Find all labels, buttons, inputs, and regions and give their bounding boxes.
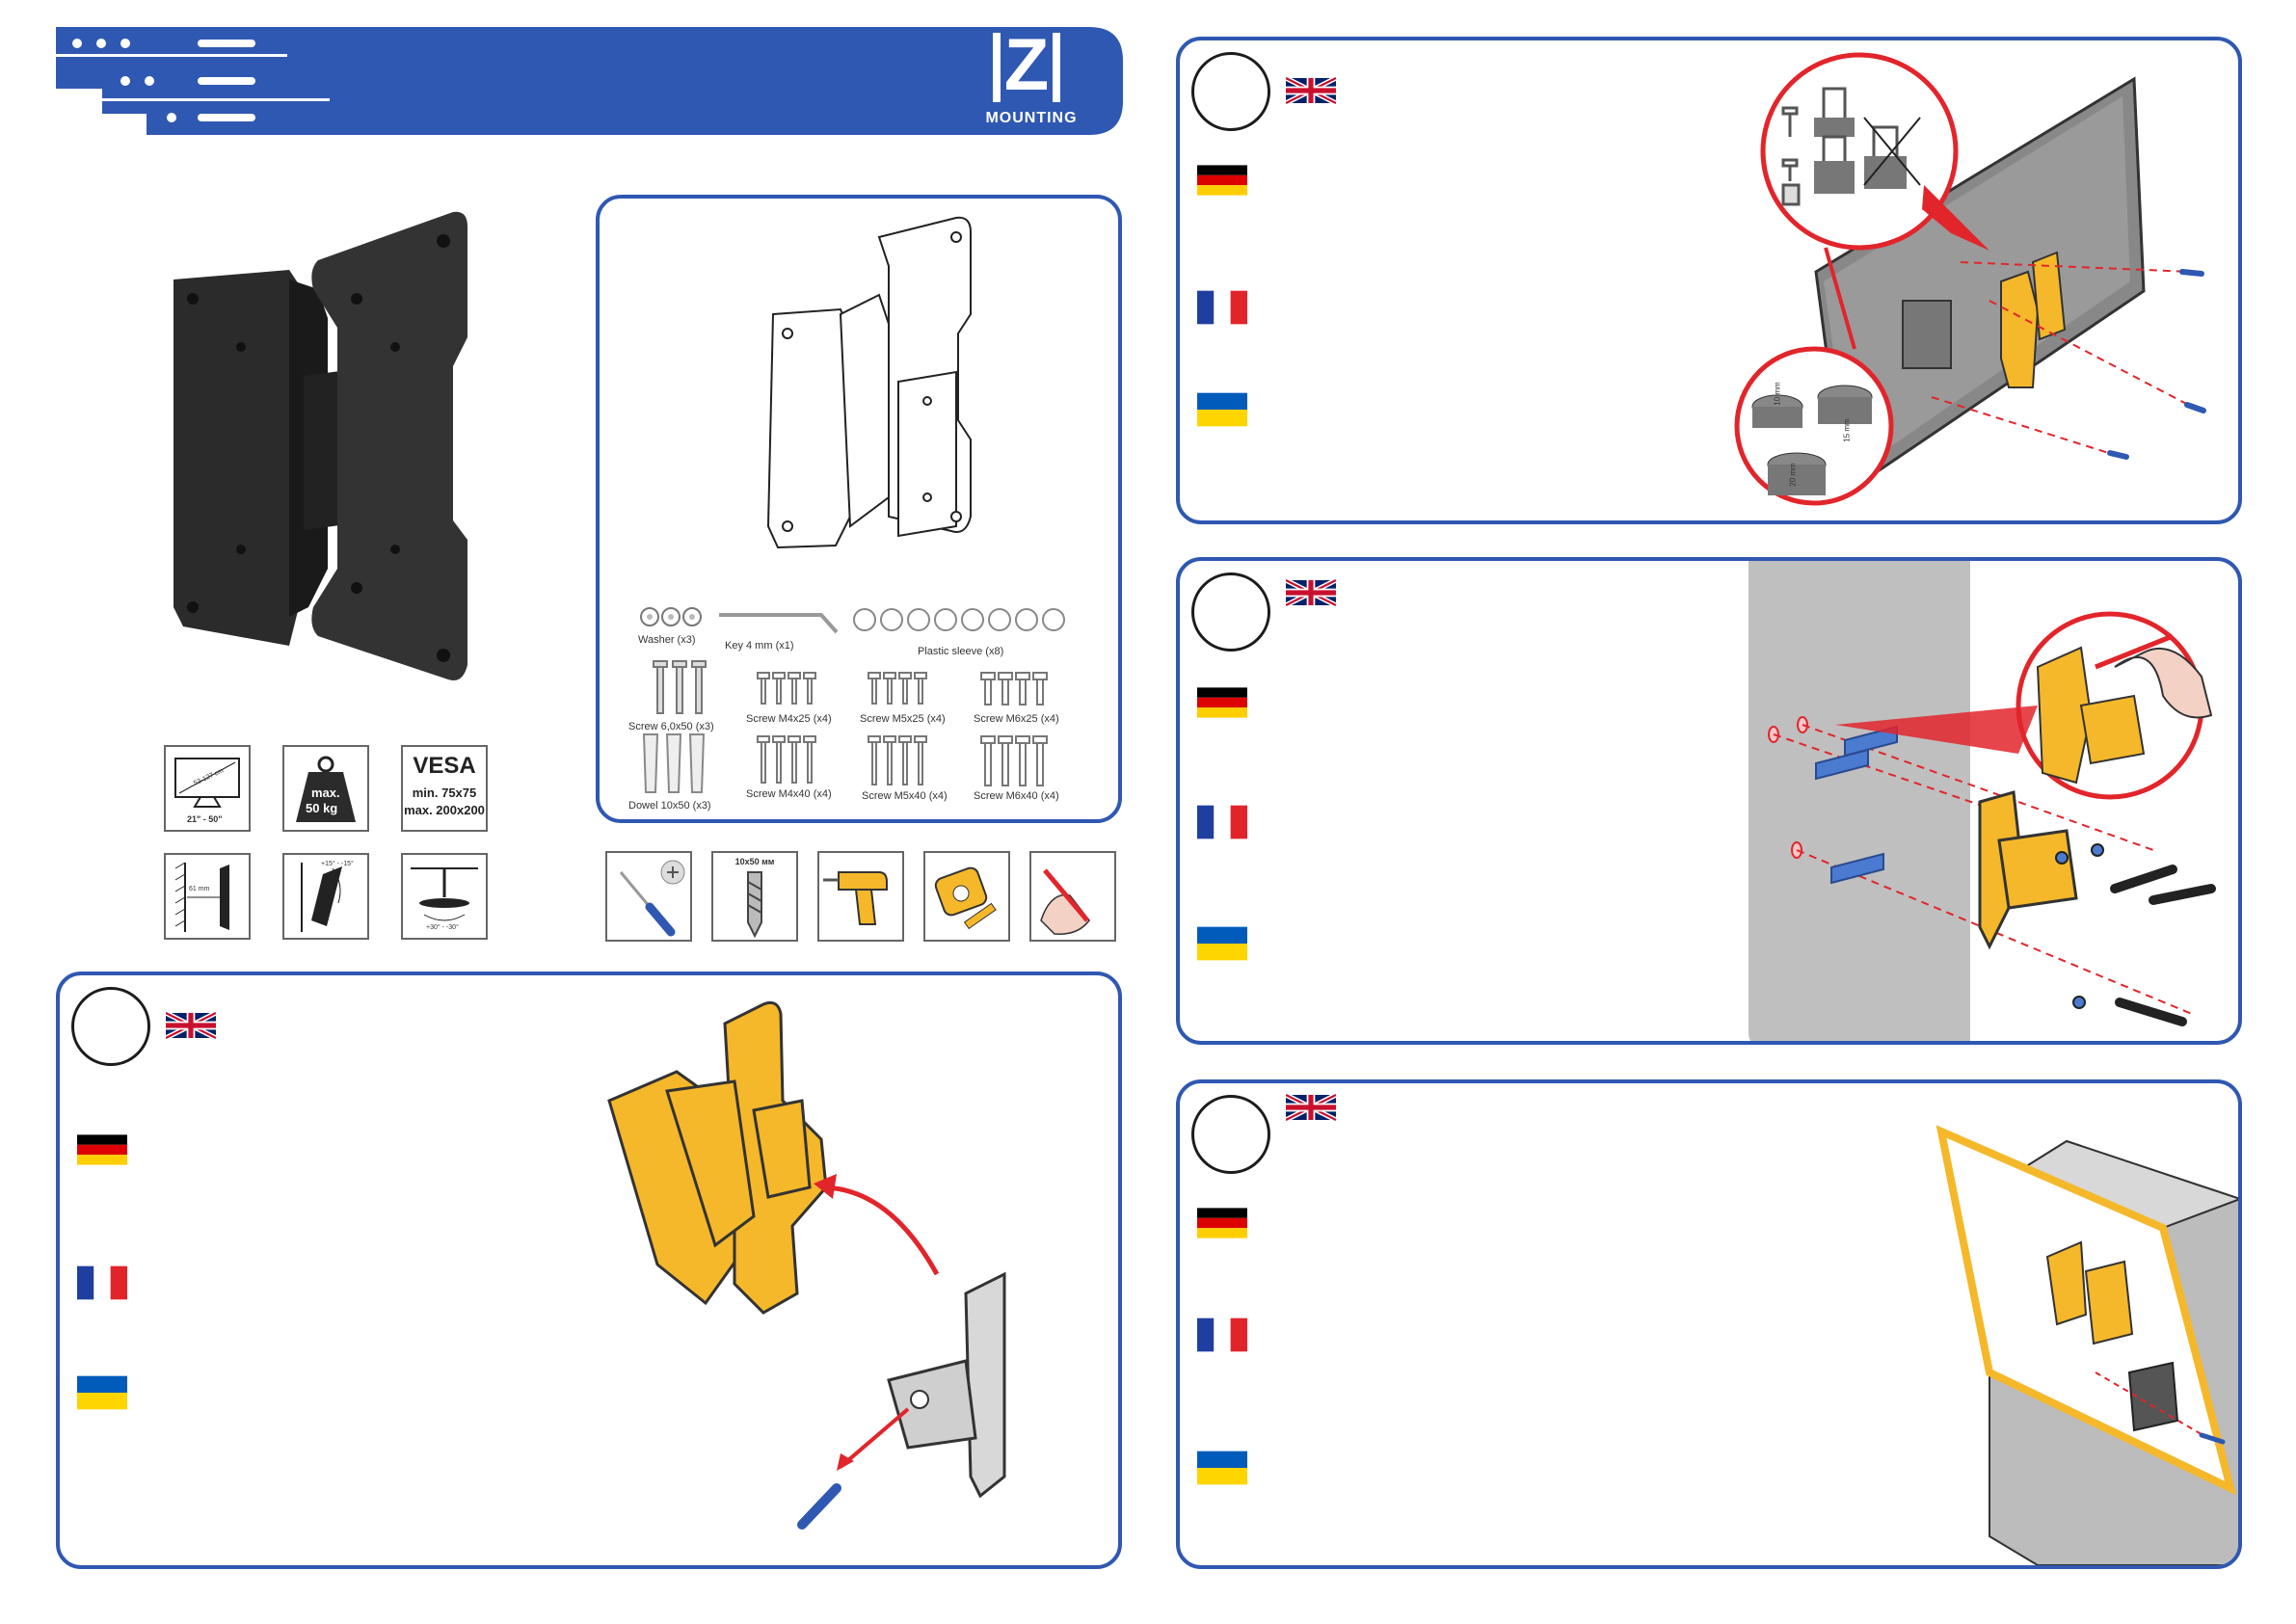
step-number-circle (1191, 52, 1270, 131)
step-number-circle (71, 987, 150, 1066)
drill-bit-icon (747, 871, 762, 939)
screw-m6x40-label: Screw M6x40 (x4) (974, 790, 1059, 802)
vesa-title: VESA (413, 753, 476, 779)
sleeve-dim-20: 20 mm (1788, 463, 1798, 487)
tool-drill-bit: 10x50 мм (711, 851, 798, 942)
screw-m6x40-icon (980, 735, 1048, 786)
tool-tape-measure (923, 851, 1010, 942)
screw-6x50-icon (653, 660, 707, 714)
weight-label-max: max. (311, 785, 340, 800)
flag-fr-icon (1197, 805, 1247, 839)
sleeve-dim-10: 10 mm (1773, 382, 1782, 406)
tilt-text: +15° - -15° (321, 861, 354, 867)
flag-ua-icon (77, 1375, 127, 1410)
sleeve-dim-15: 15 mm (1842, 418, 1852, 442)
brand-logo: Z MOUNTING (983, 25, 1076, 135)
wall-distance-text: 61 mm (189, 886, 210, 892)
washer-icon (640, 607, 702, 626)
screen-size-icon: 53-127 cm 21" - 50" (164, 745, 251, 832)
max-weight-icon: max. 50 kg (282, 745, 369, 832)
flag-fr-icon (1197, 290, 1247, 325)
flag-gb-icon (1286, 577, 1336, 608)
screw-m5x40-label: Screw M5x40 (x4) (862, 790, 948, 802)
product-image (164, 202, 482, 704)
flag-gb-icon (166, 1010, 216, 1041)
attach-plate-illustration (607, 1000, 1006, 1530)
tv-back-illustration (1734, 52, 2206, 506)
swivel-text: +30° - -30° (426, 924, 459, 931)
screw-m4x25-icon (757, 672, 816, 705)
step-panel-tv-mount: 10 mm 15 mm 20 mm (1176, 37, 2242, 524)
step-panel-wall-mount (1176, 557, 2242, 1045)
tool-drill (817, 851, 904, 942)
dowel-label: Dowel 10x50 (x3) (628, 800, 711, 812)
tilt-icon: +15° - -15° (282, 853, 369, 940)
flag-gb-icon (1286, 1092, 1336, 1123)
screen-range-text: 21" - 50" (187, 814, 223, 824)
logo-text: MOUNTING (985, 110, 1078, 126)
flag-de-icon (1197, 165, 1247, 196)
flag-fr-icon (77, 1265, 127, 1300)
washer-label: Washer (x3) (638, 634, 696, 646)
flag-de-icon (1197, 687, 1247, 718)
flag-de-icon (77, 1134, 127, 1165)
drill-bit-label: 10x50 мм (734, 857, 775, 866)
screwdriver-icon (619, 860, 685, 937)
screw-m4x40-icon (757, 735, 816, 784)
vesa-min: min. 75x75 (412, 785, 477, 800)
flag-ua-icon (1197, 926, 1247, 961)
bracket-drawing (766, 216, 972, 549)
flag-gb-icon (1286, 75, 1336, 106)
plastic-sleeve-icon (853, 608, 1065, 631)
pencil-icon (1040, 868, 1090, 935)
weight-label-kg: 50 kg (306, 801, 338, 815)
drill-icon (823, 871, 888, 925)
wall-distance-icon: 61 mm (164, 853, 251, 940)
parts-panel: Washer (x3) Key 4 mm (x1) Plastic sleeve… (596, 195, 1122, 823)
screw-m6x25-icon (980, 672, 1048, 706)
flag-ua-icon (1197, 1451, 1247, 1485)
screw-m6x25-label: Screw M6x25 (x4) (974, 713, 1059, 725)
step-panel-attach-plate (56, 972, 1122, 1569)
screw-m4x25-label: Screw M4x25 (x4) (746, 713, 832, 725)
vesa-max: max. 200x200 (404, 803, 485, 817)
step-panel-hang-tv (1176, 1079, 2242, 1569)
screw-m4x40-label: Screw M4x40 (x4) (746, 788, 832, 800)
header-banner (0, 0, 1137, 145)
screw-m5x25-label: Screw M5x25 (x4) (860, 713, 946, 725)
plastic-sleeve-label: Plastic sleeve (x8) (918, 646, 1004, 657)
tool-screwdriver (605, 851, 692, 942)
dowel-icon (642, 733, 706, 793)
logo-letter: Z (1003, 24, 1050, 106)
flag-de-icon (1197, 1208, 1247, 1238)
tool-pencil (1029, 851, 1116, 942)
swivel-icon: +30° - -30° (401, 853, 488, 940)
screw-m5x25-icon (868, 672, 927, 705)
step-number-circle (1191, 572, 1270, 652)
hang-tv-illustration (1936, 1125, 2238, 1565)
flag-fr-icon (1197, 1318, 1247, 1352)
screw-6x50-label: Screw 6,0x50 (x3) (628, 721, 714, 732)
wall-drill-illustration (1749, 561, 2216, 1041)
flag-ua-icon (1197, 392, 1247, 427)
screw-m5x40-icon (868, 735, 927, 785)
key-icon (719, 613, 839, 634)
tape-measure-icon (934, 866, 997, 930)
key-label: Key 4 mm (x1) (725, 640, 794, 652)
step-number-circle (1191, 1095, 1270, 1174)
vesa-icon: VESA min. 75x75 max. 200x200 (401, 745, 488, 832)
